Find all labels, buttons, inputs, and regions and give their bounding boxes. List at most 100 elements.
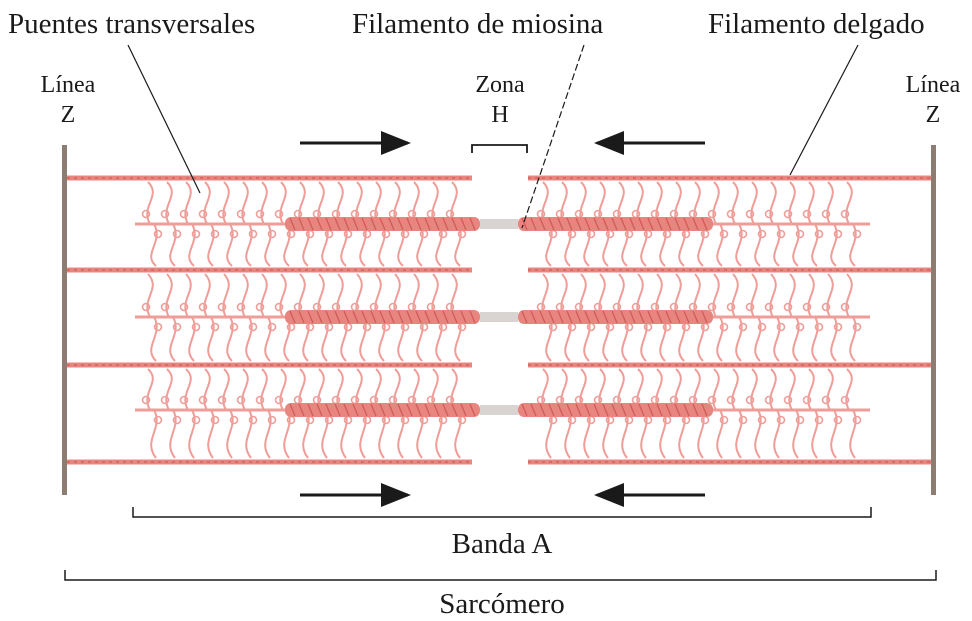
cross-bridge (788, 181, 796, 225)
cross-bridge-head (350, 302, 360, 312)
myosin-stripe (343, 403, 350, 417)
cross-bridge-head (567, 415, 577, 425)
cross-bridge-head (624, 229, 634, 239)
cross-bridge-head (567, 322, 577, 332)
cross-bridge-head (574, 302, 584, 312)
cross-bridge-head (567, 229, 577, 239)
cross-bridge-head (802, 395, 812, 405)
cross-bridge (264, 409, 272, 459)
myosin-stripe (334, 310, 341, 324)
sarcomere-bracket (64, 570, 937, 581)
cross-bridge-head (738, 415, 748, 425)
cross-bridge-head (586, 229, 596, 239)
cross-bridge-head (840, 395, 850, 405)
cross-bridge (754, 409, 762, 459)
myosin-stripe (530, 217, 537, 231)
cross-bridge (792, 316, 800, 362)
myosin-stripe (343, 310, 350, 324)
cross-bridge (716, 409, 724, 459)
cross-bridge-head (605, 415, 615, 425)
cross-bridge (188, 409, 196, 459)
cross-bridge (849, 409, 857, 459)
myosin-filament (518, 310, 713, 324)
myosin-stripe (325, 217, 332, 231)
cross-bridge-head (757, 229, 767, 239)
cross-bridge (146, 181, 154, 225)
cross-bridge (826, 273, 834, 318)
cross-bridge (169, 316, 177, 362)
cross-bridge-head (852, 415, 862, 425)
cross-bridge-head (369, 302, 379, 312)
cross-bridge-head (369, 395, 379, 405)
cross-bridge-head (814, 415, 824, 425)
myosin-stripe (325, 310, 332, 324)
myosin-filament-label: Filamento de miosina (352, 8, 604, 40)
myosin-stripe (584, 217, 591, 231)
cross-bridge-head (548, 322, 558, 332)
myosin-stripe (325, 403, 332, 417)
z-line-left (62, 145, 67, 495)
cross-bridge-head (612, 209, 622, 219)
cross-bridge-head (726, 395, 736, 405)
myosin-stripe (701, 217, 708, 231)
cross-bridge-head (210, 415, 220, 425)
cross-bridge-head (536, 209, 546, 219)
cross-bridge-head (757, 415, 767, 425)
myosin-stripe (557, 310, 564, 324)
cross-bridge-head (324, 415, 334, 425)
cross-bridge (735, 409, 743, 459)
cross-bridge (203, 273, 211, 318)
cross-bridge-head (293, 395, 303, 405)
myosin-stripe (548, 403, 555, 417)
cross-bridge-head (700, 415, 710, 425)
cross-bridge (712, 368, 720, 411)
cross-bridge-head (305, 322, 315, 332)
cross-bridge (222, 181, 230, 225)
cross-bridge-head (419, 415, 429, 425)
myosin-stripe (442, 217, 449, 231)
cross-bridge-head (198, 209, 208, 219)
cross-bridge-head (688, 395, 698, 405)
cross-bridge (241, 368, 249, 411)
myosin-stripe (307, 403, 314, 417)
myosin-stripe (469, 403, 476, 417)
cross-bridge-head (802, 302, 812, 312)
cross-bridge-head (381, 415, 391, 425)
myosin-stripe (343, 217, 350, 231)
cross-bridge (788, 368, 796, 411)
cross-bridge (260, 368, 268, 411)
cross-bridge-head (574, 395, 584, 405)
myosin-stripe (674, 217, 681, 231)
myosin-stripe (442, 310, 449, 324)
cross-bridge-head (764, 209, 774, 219)
cross-bridge (773, 223, 781, 267)
cross-bridge-head (274, 302, 284, 312)
cross-bridge-head (248, 229, 258, 239)
myosin-stripe (575, 310, 582, 324)
myosin-stripe (289, 217, 296, 231)
cross-bridge-head (719, 322, 729, 332)
cross-bridge (146, 368, 154, 411)
myosin-stripe (388, 310, 395, 324)
z-line-left-label: Línea Z (28, 70, 108, 130)
cross-bridge (226, 409, 234, 459)
cross-bridge-head (726, 209, 736, 219)
myosin-stripe (539, 403, 546, 417)
h-zone-bracket (471, 144, 528, 153)
myosin-stripe (298, 403, 305, 417)
myosin-stripe (629, 217, 636, 231)
myosin-stripe (307, 217, 314, 231)
cross-bridge (169, 223, 177, 267)
cross-bridge-head (407, 209, 417, 219)
myosin-stripe (352, 310, 359, 324)
cross-bridge-head (783, 209, 793, 219)
myosin-stripe (289, 310, 296, 324)
cross-bridge-head (726, 302, 736, 312)
a-band-label: Banda A (451, 528, 553, 560)
cross-bridge (207, 316, 215, 362)
cross-bridge (264, 316, 272, 362)
myosin-stripe (683, 310, 690, 324)
cross-bridge (731, 181, 739, 225)
cross-bridge-head (160, 302, 170, 312)
